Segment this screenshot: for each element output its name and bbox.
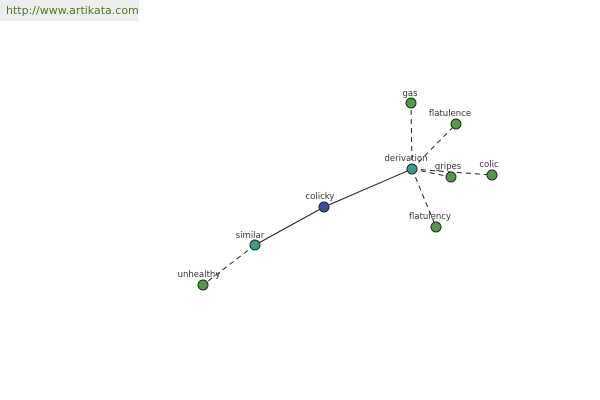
node-label: unhealthy: [178, 270, 221, 280]
node-colicky[interactable]: colicky: [306, 192, 335, 213]
node-marker[interactable]: [445, 171, 457, 183]
node-gripes[interactable]: gripes: [435, 162, 462, 183]
node-similar[interactable]: similar: [236, 231, 265, 251]
nodes-layer: colicky similar unhealthy derivation gas flat…: [178, 89, 499, 291]
edge-similar-unhealthy: [202, 244, 256, 286]
node-label: flatulency: [409, 212, 451, 222]
node-derivation[interactable]: derivation: [384, 154, 428, 175]
node-marker[interactable]: [197, 279, 209, 291]
node-label: similar: [236, 231, 265, 241]
node-marker[interactable]: [249, 239, 261, 251]
node-marker[interactable]: [430, 221, 442, 233]
node-label: colicky: [306, 192, 335, 202]
node-label: gas: [402, 89, 418, 99]
node-marker[interactable]: [406, 163, 418, 175]
source-banner: http://www.artikata.com: [0, 0, 139, 21]
edge-derivation-gas: [410, 102, 413, 170]
node-marker[interactable]: [405, 97, 417, 109]
source-link[interactable]: http://www.artikata.com: [6, 4, 139, 17]
node-label: flatulence: [429, 109, 471, 119]
edge-derivation-flatulence: [411, 123, 457, 170]
node-marker[interactable]: [450, 118, 462, 130]
edges-layer: [202, 102, 493, 286]
node-unhealthy[interactable]: unhealthy: [178, 270, 221, 291]
edge-colicky-similar: [254, 206, 325, 246]
node-flatulency[interactable]: flatulency: [409, 212, 451, 233]
edge-colicky-derivation: [323, 168, 413, 208]
node-gas[interactable]: gas: [402, 89, 418, 109]
node-colic[interactable]: colic: [479, 160, 499, 181]
node-flatulence[interactable]: flatulence: [429, 109, 471, 130]
edge-derivation-gripes: [411, 168, 452, 178]
node-marker[interactable]: [318, 201, 330, 213]
edge-derivation-flatulency: [411, 168, 437, 228]
node-label: colic: [479, 160, 499, 170]
node-marker[interactable]: [486, 169, 498, 181]
node-label: derivation: [384, 154, 427, 164]
node-label: gripes: [435, 162, 462, 172]
